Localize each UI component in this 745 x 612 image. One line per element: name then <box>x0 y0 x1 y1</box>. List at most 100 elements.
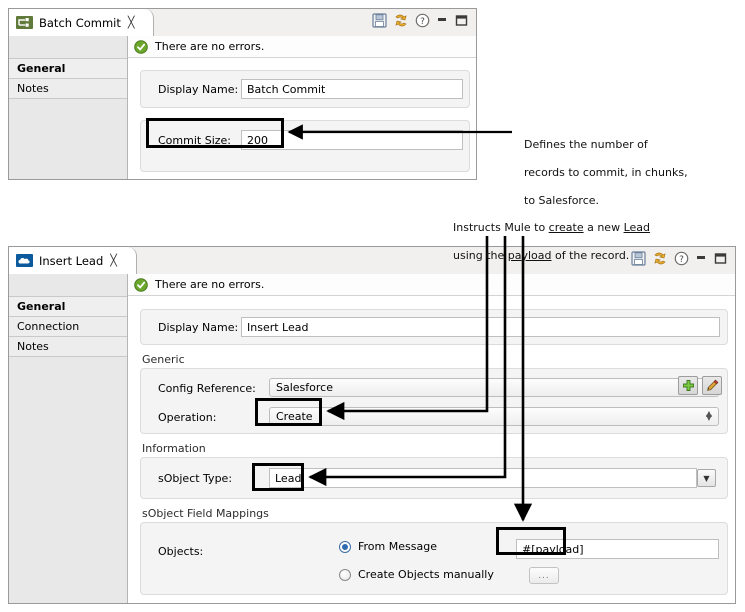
batch-commit-tabbar: Batch Commit ╳ ? <box>9 9 476 37</box>
operation-combo[interactable]: Create ▲▼ <box>269 407 719 426</box>
config-reference-label: Config Reference: <box>158 382 256 395</box>
browse-button-label: ... <box>538 570 550 581</box>
config-reference-combo[interactable]: Salesforce ▲▼ <box>269 378 719 397</box>
display-name-label: Display Name: <box>158 321 239 334</box>
sidebar-item-label: General <box>17 300 66 313</box>
annotation-insert-lead: Instructs Mule to create a new Lead usin… <box>453 207 733 277</box>
sidebar-item-notes[interactable]: Notes <box>9 337 127 357</box>
objects-label: Objects: <box>158 545 204 558</box>
sidebar-item-general[interactable]: General <box>9 297 127 317</box>
edit-config-button[interactable] <box>702 376 722 395</box>
field-mappings-group: Objects: From Message Create Objects man… <box>140 522 728 595</box>
commit-size-label: Commit Size: <box>158 134 231 147</box>
display-name-input[interactable]: Batch Commit <box>241 79 463 99</box>
nav-spacer <box>9 36 127 59</box>
anno-text-a: Instructs Mule to <box>453 221 549 234</box>
sidebar-item-notes[interactable]: Notes <box>9 79 127 99</box>
browse-button[interactable]: ... <box>529 567 559 584</box>
insert-lead-content: Display Name: Insert Lead Generic Config… <box>128 296 735 603</box>
sidebar-item-label: Notes <box>17 340 49 353</box>
config-reference-value: Salesforce <box>276 381 333 394</box>
annotation-commit-size: Defines the number of records to commit,… <box>524 124 739 222</box>
sobject-type-input[interactable]: Lead <box>269 468 697 488</box>
commit-size-input[interactable]: 200 <box>241 130 463 150</box>
annotation-line: to Salesforce. <box>524 194 600 207</box>
generic-section-label: Generic <box>142 353 185 366</box>
sidebar-item-label: Notes <box>17 82 49 95</box>
insert-lead-panel: Insert Lead ╳ ? <box>8 246 736 604</box>
radio-button-selected[interactable] <box>339 540 351 553</box>
anno-text-payload: payload <box>507 249 552 262</box>
operation-value: Create <box>276 410 313 423</box>
insert-lead-toolbar: ? <box>631 251 727 266</box>
refresh-icon[interactable] <box>652 251 668 266</box>
annotation-line-1: Instructs Mule to create a new Lead <box>453 221 733 235</box>
close-icon[interactable]: ╳ <box>110 254 117 267</box>
status-text: There are no errors. <box>155 278 265 291</box>
insert-lead-nav: General Connection Notes <box>9 274 128 603</box>
batch-commit-panel: Batch Commit ╳ ? <box>8 8 477 180</box>
salesforce-cloud-icon <box>16 254 33 267</box>
anno-text-c: a new <box>583 221 624 234</box>
nav-spacer <box>9 274 127 297</box>
sidebar-item-connection[interactable]: Connection <box>9 317 127 337</box>
add-config-button[interactable] <box>678 376 698 395</box>
display-name-label: Display Name: <box>158 83 239 96</box>
sidebar-item-general[interactable]: General <box>9 59 127 79</box>
help-icon[interactable]: ? <box>674 251 689 266</box>
information-section-label: Information <box>142 442 206 455</box>
annotation-line-2: using the payload of the record. <box>453 249 733 263</box>
sobject-type-dropdown-button[interactable]: ▼ <box>697 469 716 487</box>
batch-commit-nav: General Notes <box>9 36 128 179</box>
maximize-icon[interactable] <box>455 14 468 27</box>
commit-size-group: Commit Size: 200 <box>140 120 470 172</box>
anno-text-lead: Lead <box>623 221 650 234</box>
radio-create-manually[interactable]: Create Objects manually <box>339 568 494 581</box>
sidebar-item-label: Connection <box>17 320 80 333</box>
minimize-icon[interactable] <box>436 14 449 27</box>
batch-commit-toolbar: ? <box>372 13 468 28</box>
svg-text:?: ? <box>679 255 684 265</box>
help-icon[interactable]: ? <box>415 13 430 28</box>
maximize-icon[interactable] <box>714 252 727 265</box>
radio-label: Create Objects manually <box>358 568 494 581</box>
svg-text:?: ? <box>420 17 425 27</box>
radio-from-message[interactable]: From Message <box>339 540 437 553</box>
success-check-icon <box>134 277 148 292</box>
annotation-line: records to commit, in chunks, <box>524 166 688 179</box>
sobject-type-label: sObject Type: <box>158 472 233 485</box>
tab-label: Batch Commit <box>39 15 121 30</box>
radio-button-unselected[interactable] <box>339 568 351 581</box>
minimize-icon[interactable] <box>695 252 708 265</box>
close-icon[interactable]: ╳ <box>127 16 135 29</box>
tab-label: Insert Lead <box>39 253 104 268</box>
batch-commit-status: There are no errors. <box>128 36 476 58</box>
annotation-line: Defines the number of <box>524 138 648 151</box>
refresh-icon[interactable] <box>393 13 409 28</box>
save-icon[interactable] <box>631 251 646 266</box>
information-group: sObject Type: Lead ▼ <box>140 457 728 499</box>
status-text: There are no errors. <box>155 40 265 53</box>
anno-text-e: of the record. <box>551 249 630 262</box>
batch-commit-icon <box>16 16 33 29</box>
display-name-group: Display Name: Batch Commit <box>140 70 470 108</box>
anno-text-d: using the <box>453 249 508 262</box>
display-name-group: Display Name: Insert Lead <box>140 309 728 345</box>
tab-batch-commit[interactable]: Batch Commit ╳ <box>9 9 154 36</box>
radio-label: From Message <box>358 540 437 553</box>
sidebar-item-label: General <box>17 62 66 75</box>
chevron-down-icon: ▼ <box>703 473 710 483</box>
anno-text-create: create <box>548 221 584 234</box>
save-icon[interactable] <box>372 13 387 28</box>
batch-commit-content: Display Name: Batch Commit Commit Size: … <box>128 58 476 179</box>
display-name-input[interactable]: Insert Lead <box>241 317 720 337</box>
insert-lead-status: There are no errors. <box>128 274 735 296</box>
tab-insert-lead[interactable]: Insert Lead ╳ <box>9 247 137 274</box>
field-mappings-section-label: sObject Field Mappings <box>142 507 269 520</box>
success-check-icon <box>134 39 148 54</box>
payload-input[interactable]: #[payload] <box>516 539 719 559</box>
spinner-icon: ▲▼ <box>705 408 712 423</box>
generic-group: Config Reference: Salesforce ▲▼ Operatio… <box>140 368 728 434</box>
plus-icon <box>682 380 694 391</box>
pencil-icon <box>706 379 718 391</box>
